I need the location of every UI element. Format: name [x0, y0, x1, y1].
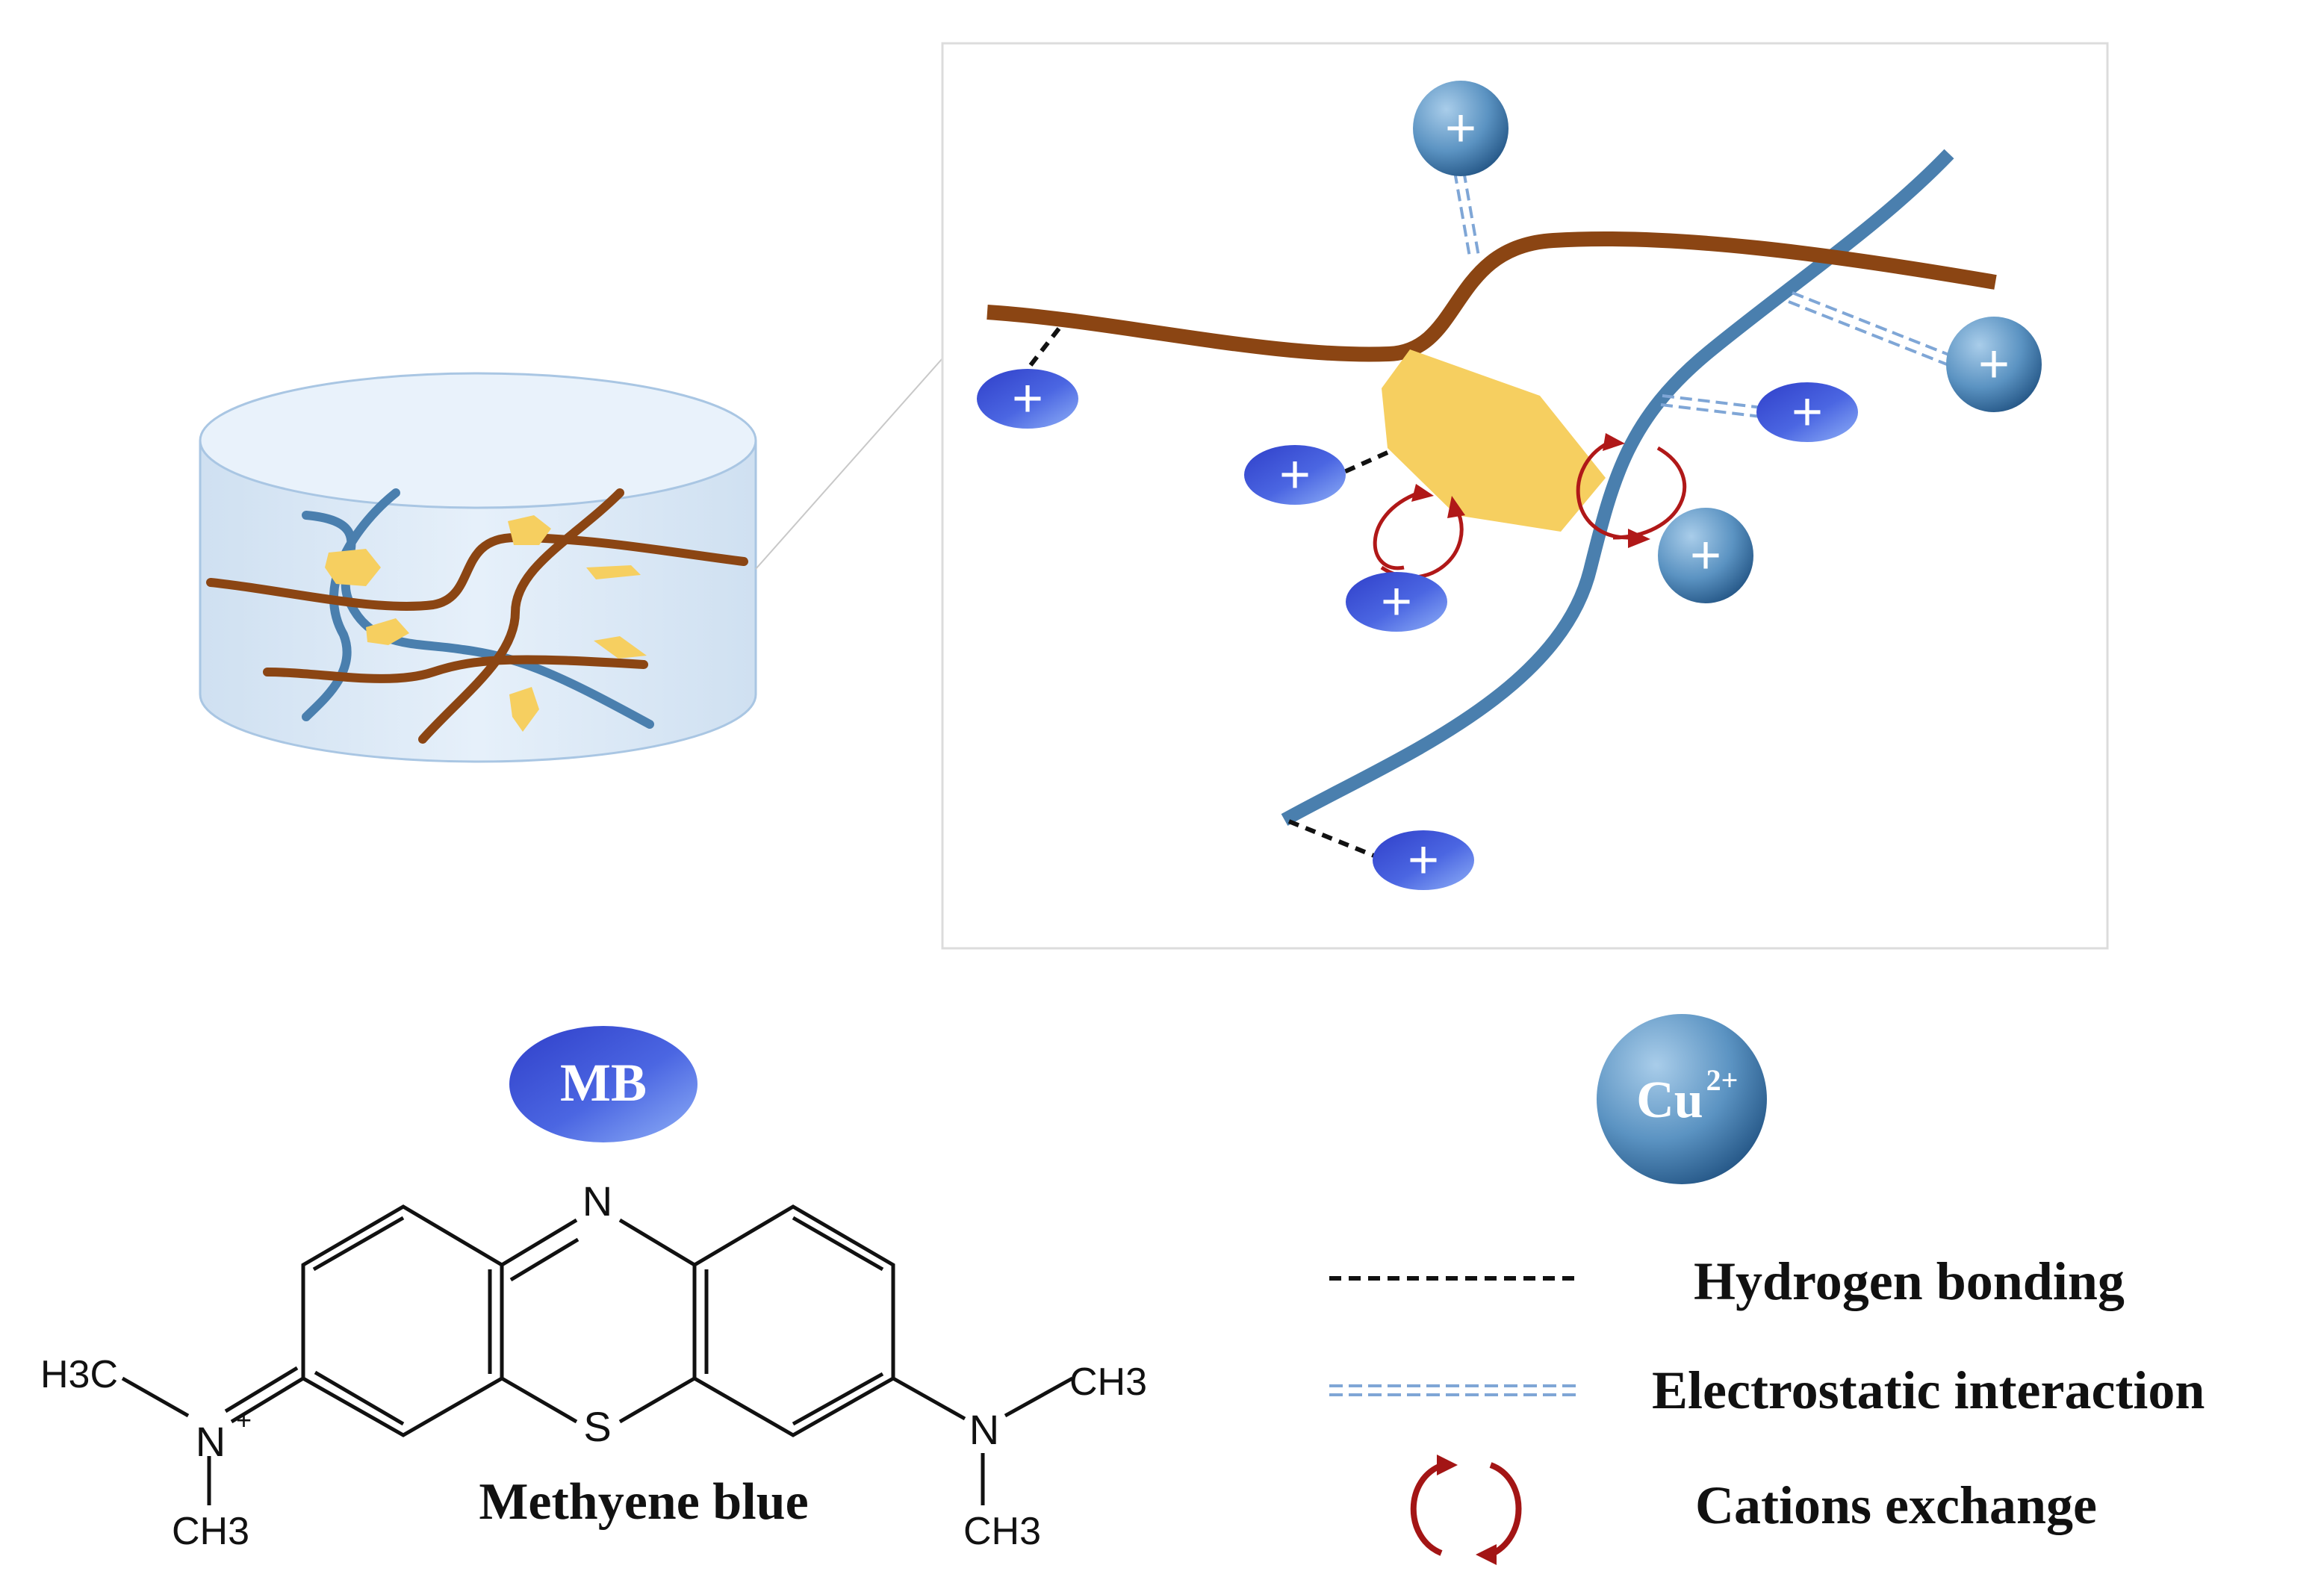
legend-electrostatic-label: Electrostatic interaction: [1652, 1360, 2205, 1420]
hydrogen-bonds: [1021, 327, 1389, 858]
cylinder-blue-fiber: [302, 488, 400, 721]
molecule-caption: Methyene blue: [479, 1473, 808, 1531]
cylinder-brown-fiber: [418, 488, 624, 744]
group-ch3-bottom-right: CH3: [963, 1510, 1041, 1553]
cu-superscript: 2+: [1706, 1063, 1739, 1097]
mb-label: MB: [560, 1053, 647, 1113]
plus-sign: +: [1445, 99, 1476, 158]
cylinder-particle: [509, 687, 539, 732]
mb-cation: [977, 369, 1078, 429]
electrostatic-interactions: [1453, 170, 1951, 418]
atom-n-left-charge: +: [236, 1405, 252, 1435]
group-h3c-left: H3C: [40, 1353, 118, 1396]
zoom-brown-fiber: [987, 231, 1997, 362]
mb-cation: [1244, 445, 1346, 505]
cylinder-particle: [586, 565, 641, 579]
cylinder-particle: [508, 515, 551, 545]
legend-electrostatic-line: [1329, 1384, 1577, 1396]
plus-sign: +: [1690, 526, 1721, 585]
mb-cation: [1346, 572, 1447, 632]
cu-cation: [1658, 508, 1753, 603]
plus-sign: +: [1381, 572, 1412, 632]
zoom-line: [755, 358, 943, 570]
plus-sign: +: [1792, 382, 1823, 442]
legend-hydrogen-label: Hydrogen bonding: [1694, 1251, 2125, 1311]
legend: Hydrogen bonding Electrostatic interacti…: [1329, 1251, 2205, 1565]
zoom-particle: [1382, 349, 1606, 532]
mb-badge: MB: [509, 1026, 697, 1142]
plus-sign: +: [1279, 445, 1311, 505]
group-ch3-top-right: CH3: [1069, 1360, 1147, 1404]
cu-label: Cu: [1636, 1071, 1703, 1129]
group-ch3-bottom-left: CH3: [172, 1510, 249, 1553]
atom-n-right: N: [969, 1406, 999, 1453]
cylinder-brown-fiber: [263, 655, 648, 683]
cu-cation-group: [1413, 81, 2042, 603]
molecule-atom-labels: N S N + N H3C CH3 CH3 CH3: [40, 1178, 1147, 1553]
atom-s: S: [583, 1403, 611, 1450]
zoom-panel: + + + + + + + +: [941, 42, 2109, 950]
cylinder-brown-fiber: [206, 532, 748, 611]
mb-cation: [1373, 830, 1474, 890]
cylinder-particle: [594, 636, 647, 659]
methylene-blue-structure: [121, 1204, 1074, 1505]
plus-sign: +: [1408, 830, 1439, 890]
plus-sign: +: [1978, 335, 2010, 394]
legend-exchange-label: Cations exchange: [1695, 1475, 2097, 1535]
cu-cation: [1413, 81, 1509, 176]
cu-badge: Cu 2+: [1597, 1014, 1767, 1184]
cylinder-particle: [366, 618, 409, 645]
mb-cation-group: [977, 369, 1858, 890]
cu-cation: [1946, 317, 2042, 412]
legend-exchange-icon: [1410, 1462, 1522, 1558]
plus-sign: +: [1012, 369, 1043, 429]
mb-cation: [1756, 382, 1858, 442]
atom-n-left: N: [196, 1418, 226, 1465]
cylinder-particle: [325, 549, 381, 586]
atom-n-top: N: [582, 1178, 612, 1225]
hydrogel-cylinder: [199, 372, 757, 763]
